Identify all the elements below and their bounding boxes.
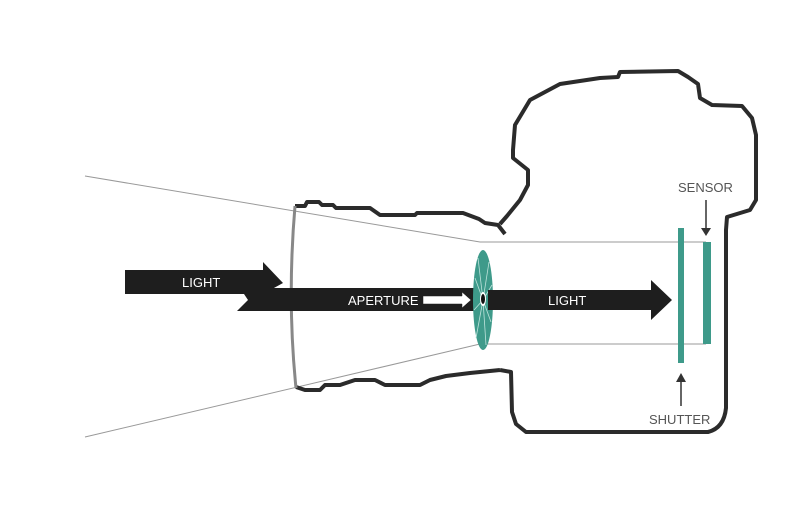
aperture-light-arrow [237,288,475,311]
shutter-bar [678,228,684,363]
camera-body-outline [295,69,758,434]
light-in-label: LIGHT [182,275,220,290]
aperture-diaphragm [473,250,493,350]
lower-light-ray [84,343,706,438]
sensor-label: SENSOR [678,180,733,195]
shutter-label: SHUTTER [649,412,710,427]
aperture-pointer-arrow [422,291,472,309]
upper-light-ray [84,175,706,243]
incoming-light-arrow [125,262,283,294]
outgoing-light-arrow [488,280,672,320]
shutter-pointer-arrow [676,373,686,406]
aperture-label: APERTURE [348,293,419,308]
light-out-label: LIGHT [548,293,586,308]
sensor-pointer-arrow [701,200,711,236]
sensor-bar [703,242,711,344]
